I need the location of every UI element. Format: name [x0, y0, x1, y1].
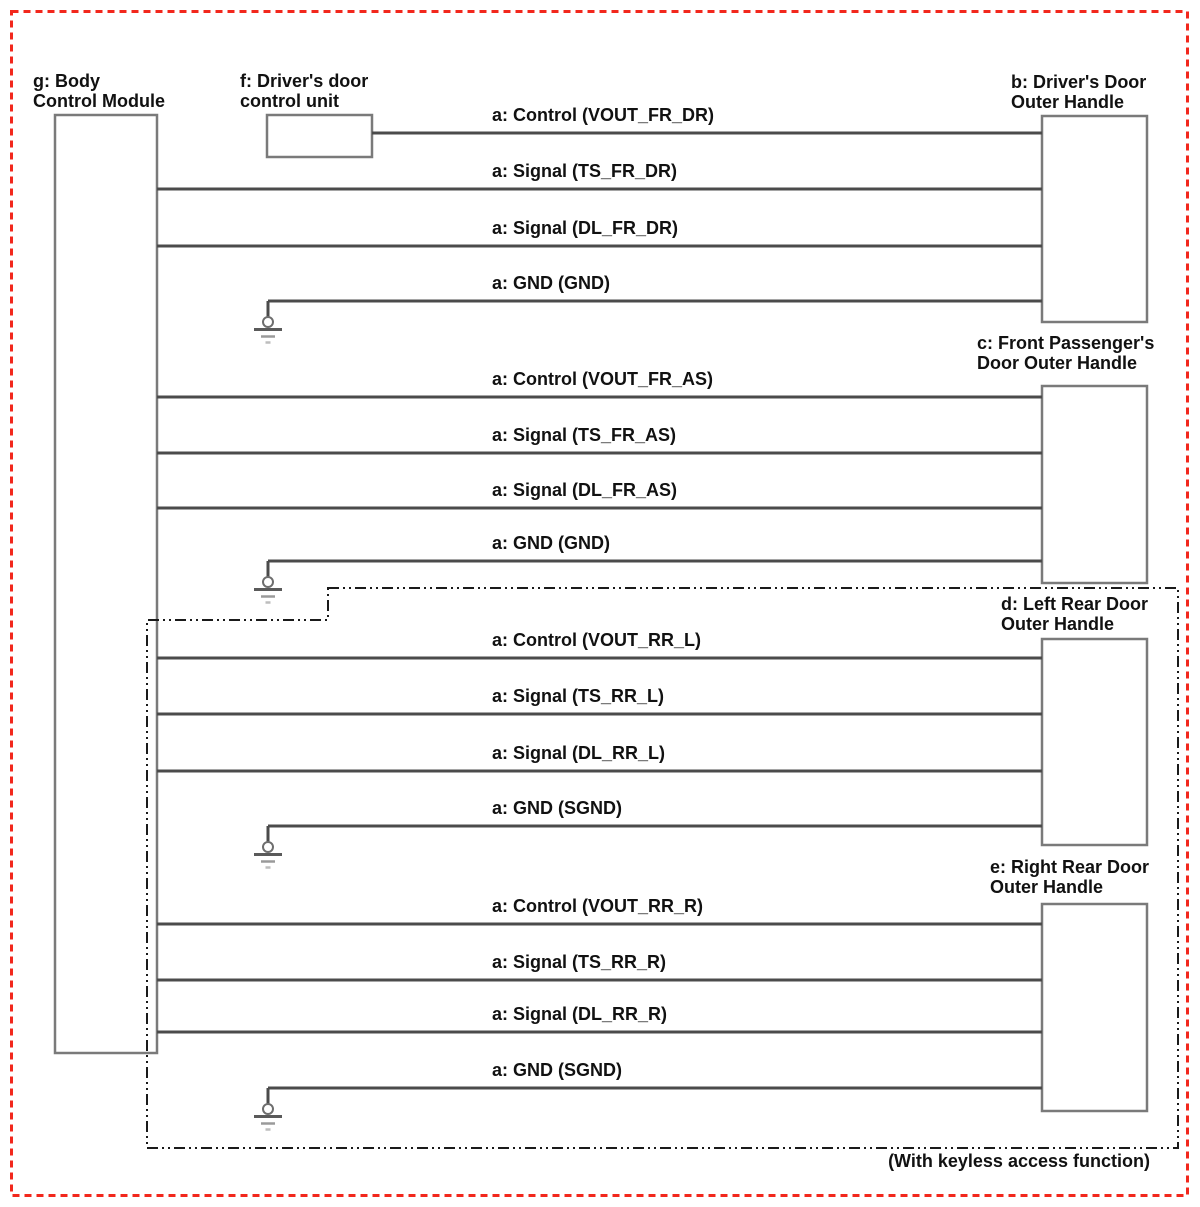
ground-symbol: [254, 301, 282, 344]
body-control-module-label-line1: g: Body: [33, 71, 100, 91]
handle-c-label-line1: c: Front Passenger's: [977, 333, 1155, 353]
wire-label: a: Signal (DL_FR_DR): [492, 218, 679, 238]
right-rear-door-outer-handle-box: [1040, 902, 1149, 1113]
ground-symbol: [254, 561, 282, 604]
handle-b-label-line2: Outer Handle: [1011, 92, 1125, 112]
drivers-door-control-unit-label-line2: control unit: [240, 91, 339, 111]
wire-label: a: Control (VOUT_RR_L): [492, 630, 701, 650]
ground-symbol: [254, 826, 282, 869]
wire-label: a: Signal (TS_RR_L): [492, 686, 665, 706]
outer-red-dashed-border: [10, 10, 1189, 1197]
keyless-access-boundary: [146, 587, 1179, 1149]
drivers-door-outer-handle-label: b: Driver's Door Outer Handle: [1011, 72, 1146, 112]
drivers-door-control-unit-box: [265, 113, 374, 159]
keyless-access-note: (With keyless access function): [888, 1151, 1150, 1171]
wire-label: a: Signal (TS_FR_DR): [492, 161, 678, 181]
handle-d-label-line2: Outer Handle: [1001, 614, 1115, 634]
front-passengers-door-outer-handle-label: c: Front Passenger's Door Outer Handle: [977, 333, 1154, 373]
wire-label: a: GND (SGND): [492, 1060, 622, 1080]
left-rear-door-outer-handle-label: d: Left Rear Door Outer Handle: [1001, 594, 1148, 634]
wire-label: a: Signal (DL_RR_L): [492, 743, 666, 763]
handle-e-label-line2: Outer Handle: [990, 877, 1104, 897]
front-passengers-door-outer-handle-box: [1040, 384, 1149, 585]
wire-label: a: GND (SGND): [492, 798, 622, 818]
handle-d-label-line1: d: Left Rear Door: [1001, 594, 1149, 614]
wire-label: a: GND (GND): [492, 273, 610, 293]
body-control-module-label: g: Body Control Module: [33, 71, 165, 111]
drivers-door-control-unit-label-line1: f: Driver's door: [240, 71, 369, 91]
wire-label: a: Control (VOUT_RR_R): [492, 896, 703, 916]
wire-label: a: Signal (DL_FR_AS): [492, 480, 678, 500]
ground-symbol: [254, 1088, 282, 1131]
wire-label: a: Signal (DL_RR_R): [492, 1004, 668, 1024]
left-rear-door-outer-handle-box: [1040, 637, 1149, 847]
wire-label: a: Signal (TS_FR_AS): [492, 425, 677, 445]
wire-label: a: Control (VOUT_FR_AS): [492, 369, 714, 389]
drivers-door-control-unit-label: f: Driver's door control unit: [240, 71, 368, 111]
handle-c-label-line2: Door Outer Handle: [977, 353, 1138, 373]
right-rear-door-outer-handle-label: e: Right Rear Door Outer Handle: [990, 857, 1149, 897]
wire-label: a: GND (GND): [492, 533, 610, 553]
wire-label: a: Control (VOUT_FR_DR): [492, 105, 714, 125]
body-control-module-label-line2: Control Module: [33, 91, 165, 111]
handle-e-label-line1: e: Right Rear Door: [990, 857, 1150, 877]
body-control-module-box: [53, 113, 159, 1055]
drivers-door-outer-handle-box: [1040, 114, 1149, 324]
wire-label: a: Signal (TS_RR_R): [492, 952, 667, 972]
handle-b-label-line1: b: Driver's Door: [1011, 72, 1147, 92]
